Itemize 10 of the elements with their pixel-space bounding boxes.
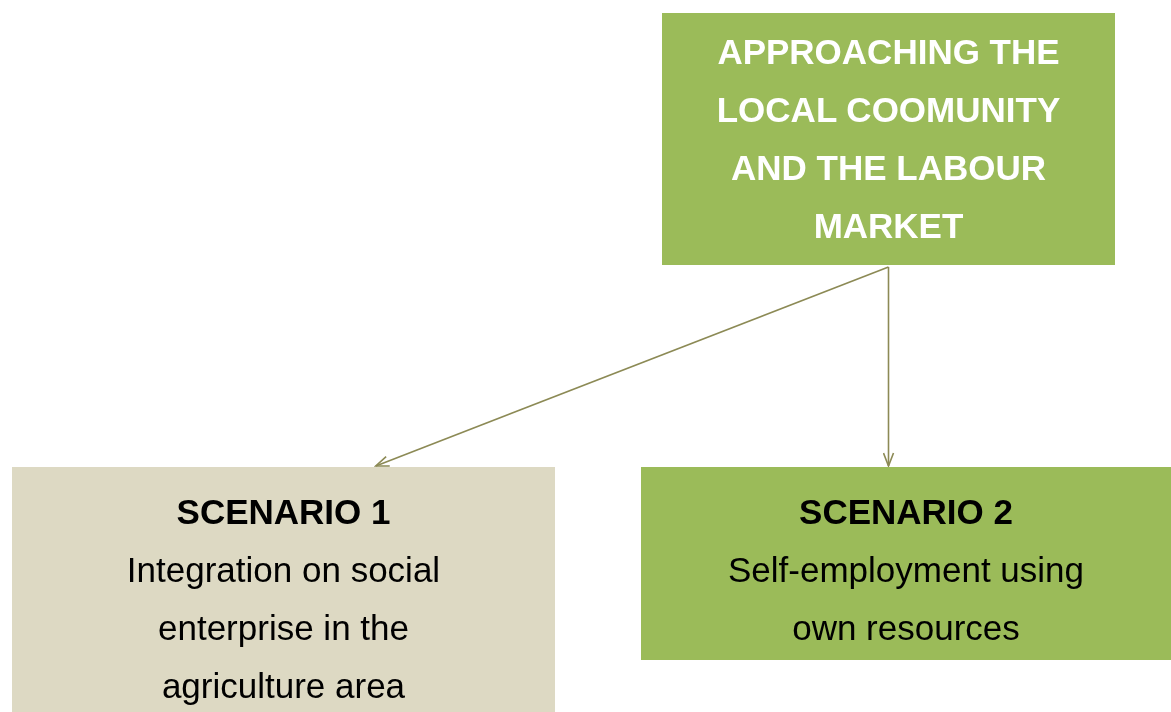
text-box xyxy=(662,13,1115,265)
scenario-heading: SCENARIO 2 xyxy=(799,491,1013,533)
text-box xyxy=(641,467,1171,660)
scenario-description: Self-employment using own resources xyxy=(727,549,1085,649)
arrow xyxy=(882,266,895,467)
scenario-heading: SCENARIO 1 xyxy=(176,491,391,533)
arrow xyxy=(375,266,890,467)
scenario-description: Integration on social enterprise in the agriculture area xyxy=(125,549,442,707)
box-title: APPROACHING THE LOCAL COOMUNITY AND THE LABOUR MARKET xyxy=(715,31,1062,247)
text-box xyxy=(12,467,555,712)
